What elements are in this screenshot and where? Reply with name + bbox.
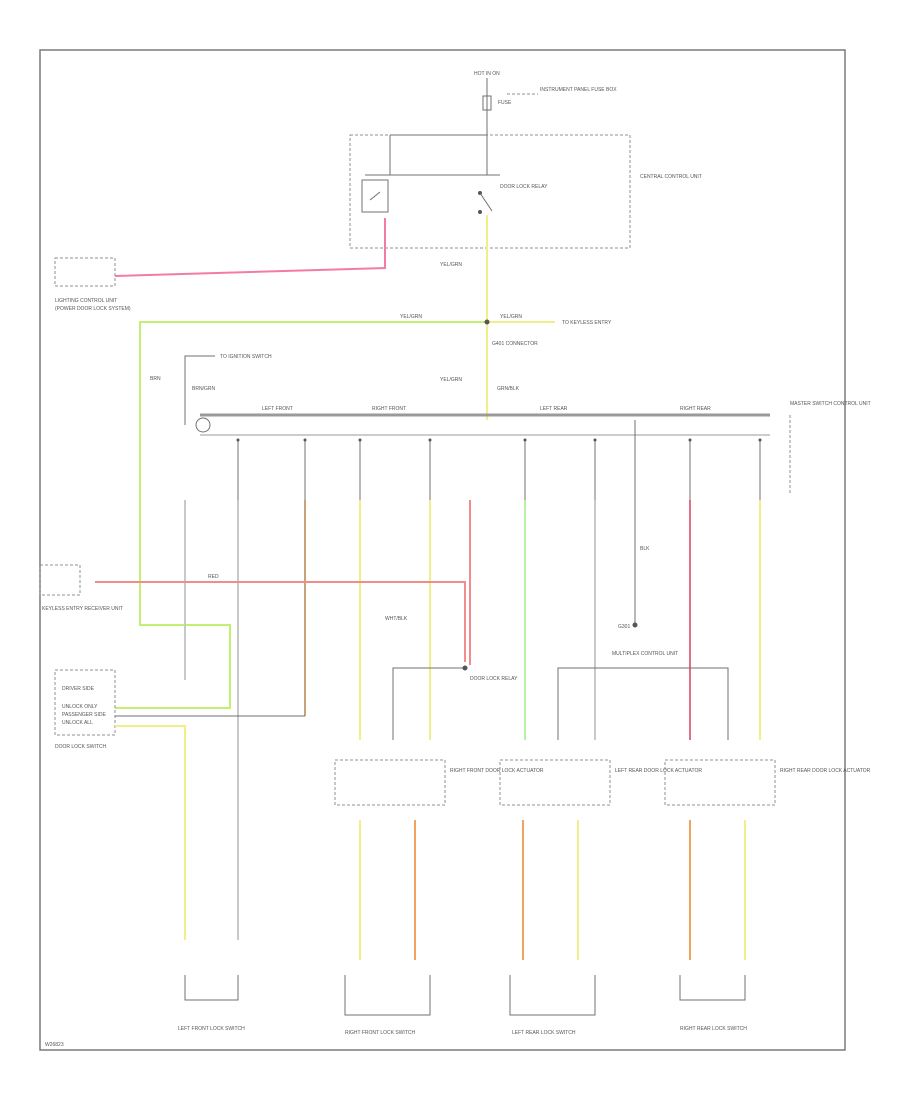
relay-label: DOOR LOCK RELAY (500, 184, 548, 190)
actuator-rf: RIGHT FRONT DOOR LOCK ACTUATOR (334, 759, 544, 806)
grn-blk-label: GRN/BLK (497, 386, 520, 392)
actuator-lr: LEFT REAR DOOR LOCK ACTUATOR (499, 759, 702, 806)
actuator-rr-label: RIGHT REAR DOOR LOCK ACTUATOR (780, 768, 871, 774)
lighting-unit-box (54, 257, 116, 287)
switch-rf: RIGHT FRONT LOCK SWITCH (344, 975, 431, 1036)
wire-pink (114, 218, 386, 277)
master-switches (236, 420, 762, 500)
bulkhead-label: MULTIPLEX CONTROL UNIT (612, 651, 678, 657)
left-ecu: DRIVER SIDE UNLOCK ONLY PASSENGER SIDE U… (54, 669, 116, 750)
actuator-rf-label: RIGHT FRONT DOOR LOCK ACTUATOR (450, 768, 544, 774)
lighting-unit-sub: (POWER DOOR LOCK SYSTEM) (55, 306, 131, 312)
lighting-unit-label: LIGHTING CONTROL UNIT (55, 298, 117, 304)
lighting-unit: LIGHTING CONTROL UNIT (POWER DOOR LOCK S… (54, 257, 131, 312)
master-label: MASTER SWITCH CONTROL UNIT (790, 401, 871, 407)
ecu-line-4: UNLOCK ALL (62, 720, 93, 726)
wire-red-horizontal (95, 581, 466, 662)
switch-lr: LEFT REAR LOCK SWITCH (509, 975, 596, 1036)
footer-code: W26823 (45, 1042, 64, 1048)
left-conn-label: DOOR LOCK SWITCH (55, 744, 107, 750)
switch-box-label: CENTRAL CONTROL UNIT (640, 174, 702, 180)
actuator-rr: RIGHT REAR DOOR LOCK ACTUATOR (664, 759, 871, 806)
switch-lf-label: LEFT FRONT LOCK SWITCH (178, 1026, 245, 1032)
keyless-unit-box (39, 564, 81, 596)
red-label: RED (208, 574, 219, 580)
wire-ecu-yellow (115, 725, 186, 940)
yel-grn-1: YEL/GRN (440, 262, 462, 268)
fuse-panel-label: INSTRUMENT PANEL FUSE BOX (540, 87, 617, 93)
bus-rf: RIGHT FRONT (372, 406, 406, 412)
keyless-unit: KEYLESS ENTRY RECEIVER UNIT (39, 564, 123, 612)
keyless-unit-label: KEYLESS ENTRY RECEIVER UNIT (42, 606, 123, 612)
brn-to: TO IGNITION SWITCH (220, 354, 272, 360)
switch-box (349, 134, 631, 249)
wire-brown (184, 355, 215, 425)
switch-rf-label: RIGHT FRONT LOCK SWITCH (345, 1030, 415, 1036)
fuse-section: HOT IN ON FUSE INSTRUMENT PANEL FUSE BOX… (349, 71, 702, 249)
wire-multiplex-r (557, 667, 729, 740)
brn-grn-label: BRN/GRN (192, 386, 215, 392)
ecu-line-1: DRIVER SIDE (62, 686, 95, 692)
fuse-label: FUSE (498, 100, 512, 106)
unlock-relay-label: DOOR LOCK RELAY (470, 676, 518, 682)
bus-ground (195, 417, 211, 433)
hot-label: HOT IN ON (474, 71, 500, 77)
ecu-line-3: PASSENGER SIDE (62, 712, 106, 718)
left-ecu-box (54, 669, 116, 736)
blk-label: BLK (640, 546, 650, 552)
wire-green-yellow (115, 321, 487, 709)
actuator-lr-label: LEFT REAR DOOR LOCK ACTUATOR (615, 768, 702, 774)
switch-lr-label: LEFT REAR LOCK SWITCH (512, 1030, 576, 1036)
switch-lf: LEFT FRONT LOCK SWITCH (178, 975, 245, 1032)
fuse-symbol (482, 95, 492, 111)
splice-label: G401 CONNECTOR (492, 341, 538, 347)
wht-blk-label: WHT/BLK (385, 616, 408, 622)
diagram-frame (39, 49, 846, 1051)
ecu-line-2: UNLOCK ONLY (62, 704, 98, 710)
yel-grn-2: YEL/GRN (400, 314, 422, 320)
bus-lf: LEFT FRONT (262, 406, 293, 412)
switch-rr: RIGHT REAR LOCK SWITCH (679, 975, 747, 1032)
bus-rr: RIGHT REAR (680, 406, 711, 412)
yel-grn-4: YEL/GRN (440, 377, 462, 383)
brn-label: BRN (150, 376, 161, 382)
relay-coil (361, 179, 389, 213)
gnd-label: G301 (618, 624, 630, 630)
bus-lr: LEFT REAR (540, 406, 568, 412)
wire-multiplex (392, 667, 465, 740)
master-bus: LEFT FRONT RIGHT FRONT LEFT REAR RIGHT R… (195, 401, 871, 495)
yel-grn-3: YEL/GRN (500, 314, 522, 320)
to-other: TO KEYLESS ENTRY (562, 320, 612, 326)
switch-rr-label: RIGHT REAR LOCK SWITCH (680, 1026, 747, 1032)
